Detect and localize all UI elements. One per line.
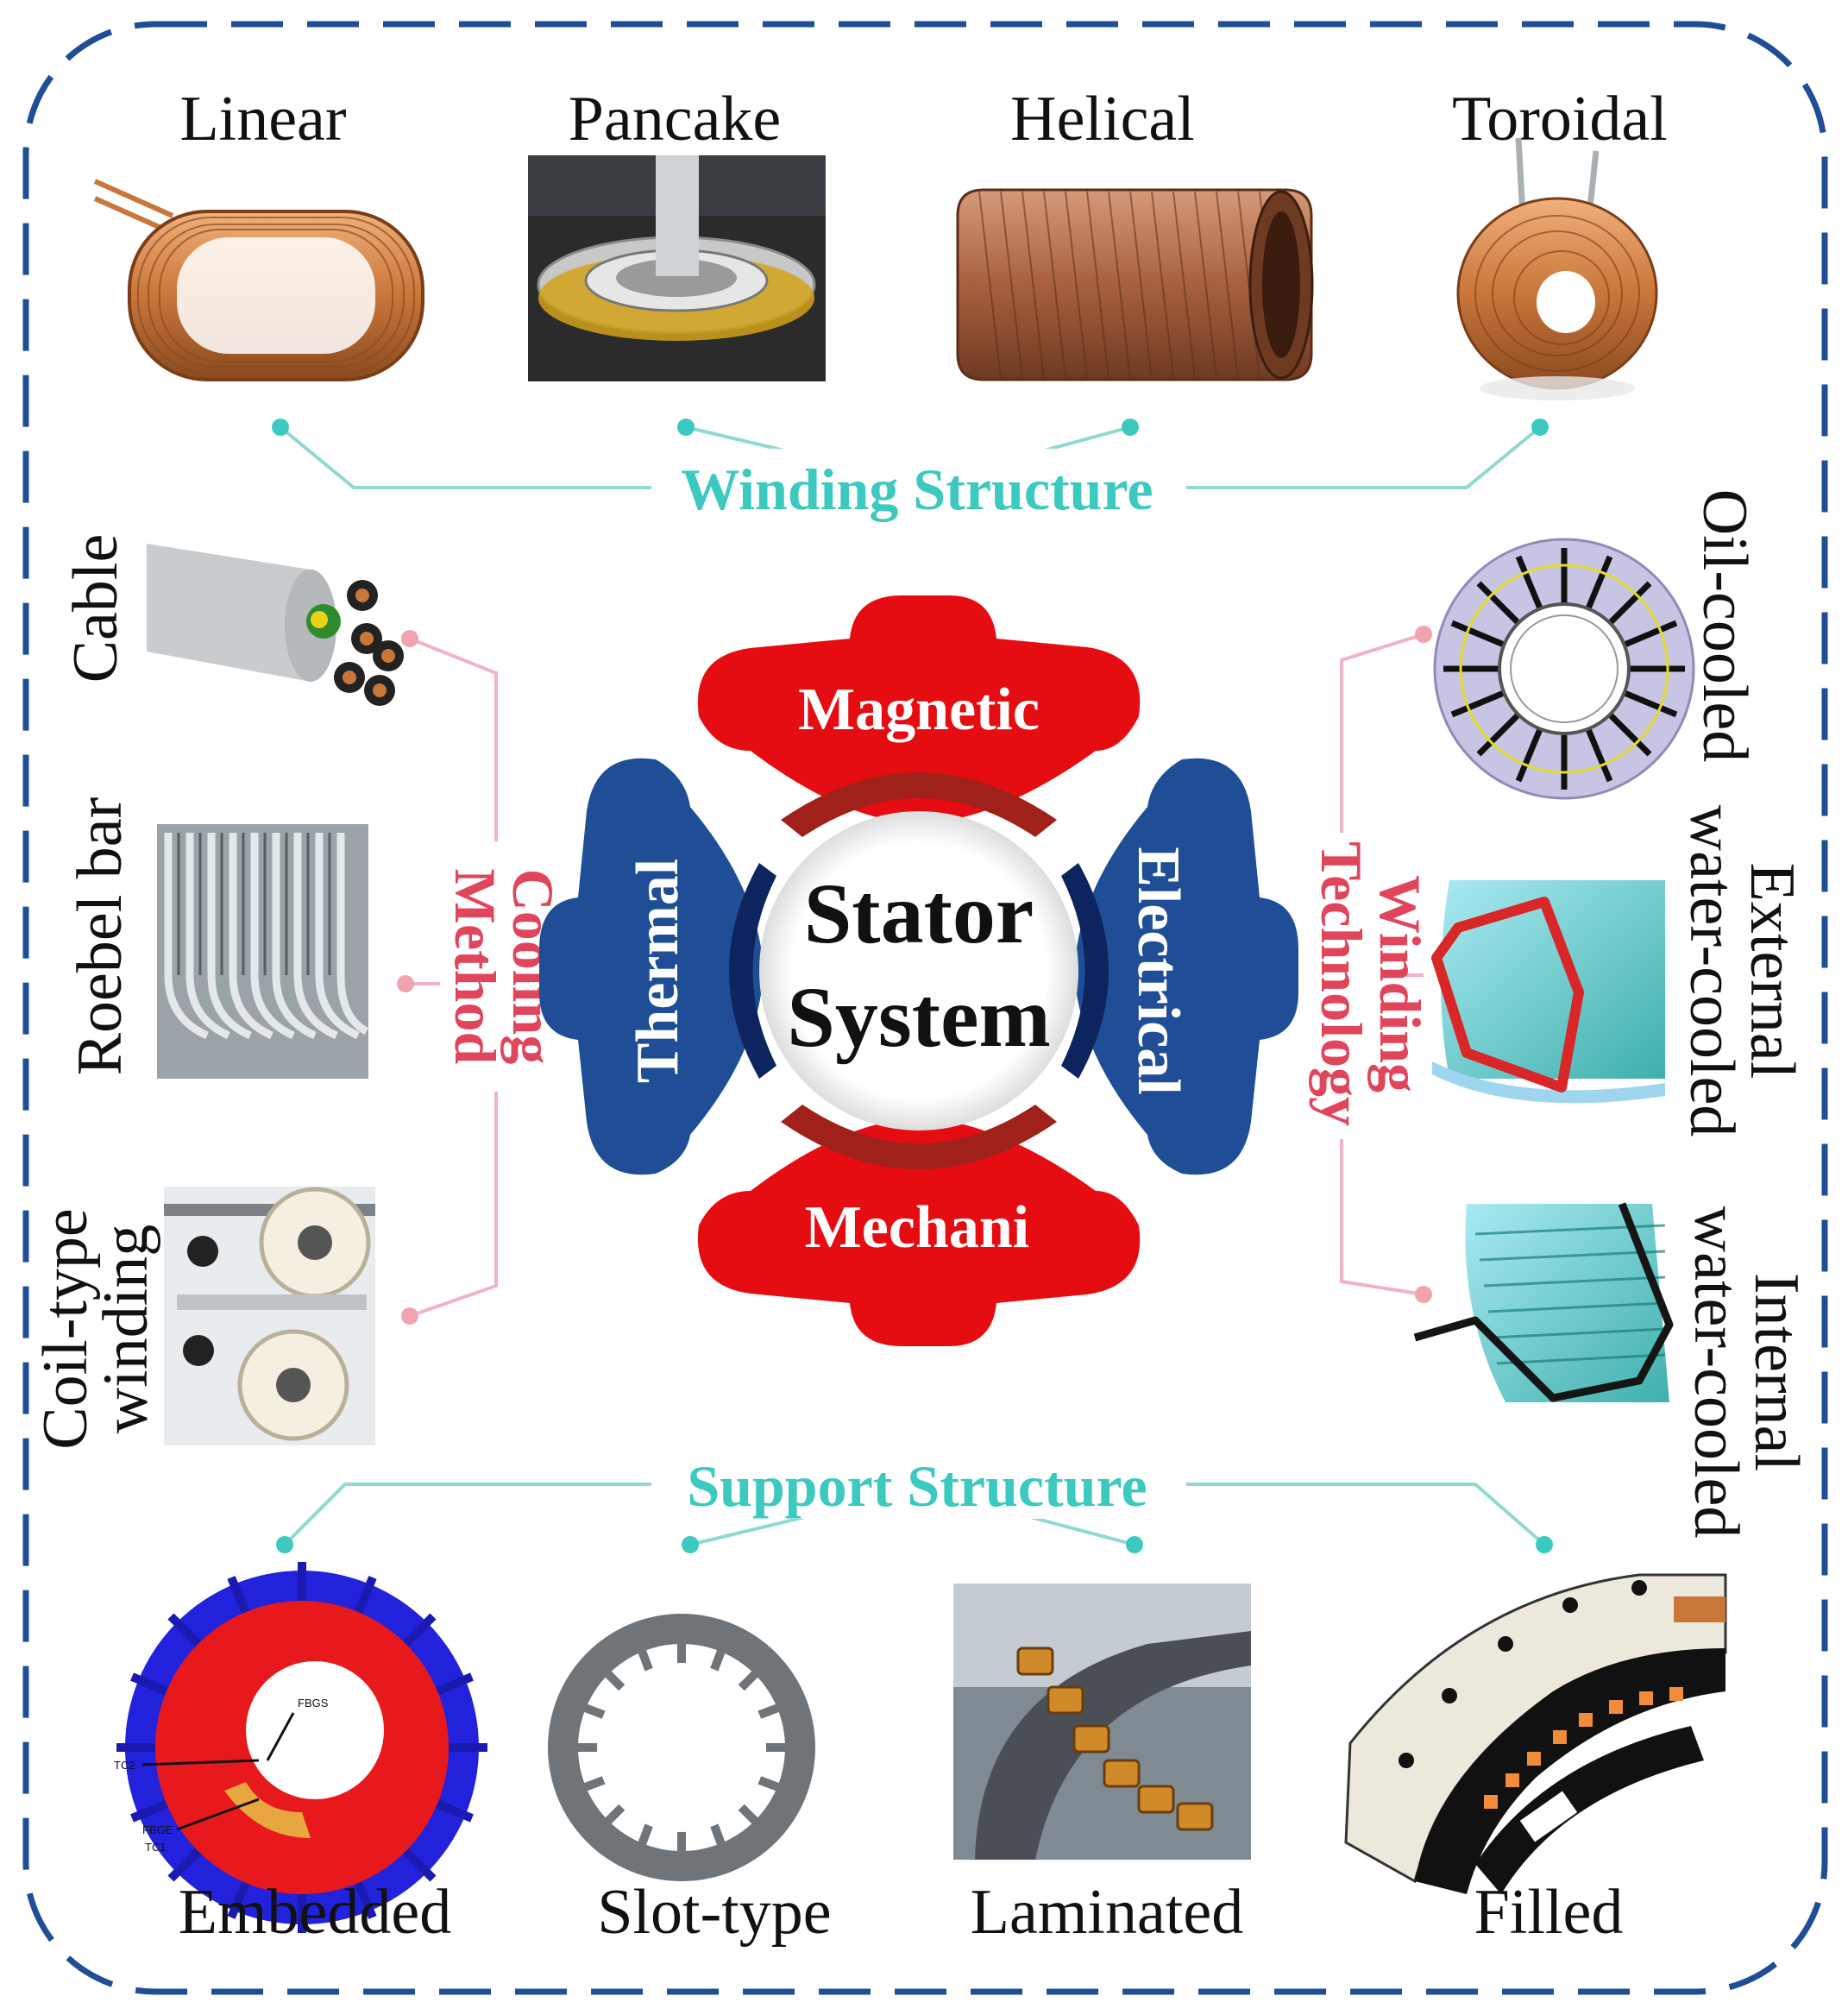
center-title-line2: System — [787, 969, 1051, 1065]
image-embedded-stator — [116, 1562, 487, 1933]
image-coil-winding-machine — [164, 1187, 375, 1445]
connector-dot — [401, 630, 418, 647]
group-title-winding-structure: Winding Structure — [681, 457, 1153, 522]
label-slot-type: Slot-type — [597, 1877, 831, 1948]
connector-dot — [1415, 1286, 1432, 1303]
image-oil-cooled-stator — [1433, 538, 1695, 800]
label-linear: Linear — [179, 84, 346, 154]
group-title-support-structure: Support Structure — [687, 1453, 1147, 1519]
gear-label-electrical: Electrical — [1125, 847, 1191, 1095]
connector-dot — [682, 1536, 699, 1553]
label-internal-water-cooled: water-cooled — [1681, 1206, 1751, 1539]
annotation-fbgs: FBGS — [298, 1697, 329, 1710]
image-slot-type-stator — [548, 1614, 815, 1881]
connector-dot — [401, 1307, 418, 1325]
label-external-water-cooled: water-cooled — [1676, 805, 1747, 1137]
label-cable: Cable — [60, 534, 131, 683]
label-embedded: Embedded — [179, 1877, 451, 1948]
connector-dot — [1126, 1536, 1143, 1553]
connector-dot — [677, 419, 695, 436]
label-internal: Internal — [1741, 1273, 1812, 1471]
label-toroidal: Toroidal — [1452, 84, 1668, 154]
group-title-winding-tech-line1: Winding — [1367, 875, 1433, 1093]
center-title-line1: Stator — [804, 866, 1034, 961]
image-laminated-stator — [953, 1584, 1251, 1860]
annotation-tc1: TC1 — [145, 1841, 167, 1854]
label-laminated: Laminated — [971, 1877, 1243, 1948]
connector-dot — [1415, 626, 1432, 643]
group-title-cooling-line2: Method — [443, 869, 508, 1065]
annotation-fbge: FBGE — [142, 1823, 173, 1836]
connector-dot — [276, 1536, 293, 1553]
gear-label-magnetic: Magnetic — [798, 677, 1040, 743]
image-linear-coil — [93, 179, 424, 381]
center-circle — [759, 811, 1078, 1130]
connector-dot — [397, 975, 414, 992]
image-pancake-coil — [528, 155, 826, 381]
image-roebel-bar — [157, 824, 369, 1079]
image-helical-coil — [956, 188, 1314, 381]
image-internal-water-cooled — [1413, 1202, 1674, 1402]
gear-sector-mechanical — [697, 1118, 1141, 1346]
label-coil-type: Coil-type — [30, 1208, 101, 1450]
group-title-winding-tech-line2: Technology — [1309, 841, 1374, 1126]
gear-label-thermal: Thermal — [625, 859, 691, 1084]
label-filled: Filled — [1474, 1877, 1624, 1948]
label-pancake: Pancake — [569, 84, 782, 154]
label-helical: Helical — [1010, 84, 1195, 154]
label-oil-cooled: Oil-cooled — [1689, 489, 1760, 762]
image-external-water-cooled — [1431, 880, 1665, 1104]
center-gear — [539, 595, 1298, 1346]
gear-sector-thermal — [539, 758, 764, 1175]
connector-dot — [1536, 1536, 1553, 1553]
label-external: External — [1737, 863, 1807, 1080]
gear-sector-magnetic — [697, 595, 1141, 824]
connector-dot — [272, 419, 289, 436]
connector-dot — [1122, 419, 1139, 436]
image-filled-stator — [1344, 1573, 1727, 1894]
gear-sector-electrical — [1074, 758, 1298, 1175]
gear-label-mechanical: Mechani — [805, 1194, 1030, 1261]
annotation-tc2: TC2 — [114, 1759, 135, 1772]
image-toroidal-coil — [1456, 137, 1658, 400]
image-cable — [147, 544, 404, 706]
label-winding: winding — [91, 1225, 161, 1434]
label-roebel-bar: Roebel bar — [65, 797, 135, 1076]
outer-dashed-border — [22, 21, 1828, 1995]
connector-dot — [1531, 419, 1549, 436]
